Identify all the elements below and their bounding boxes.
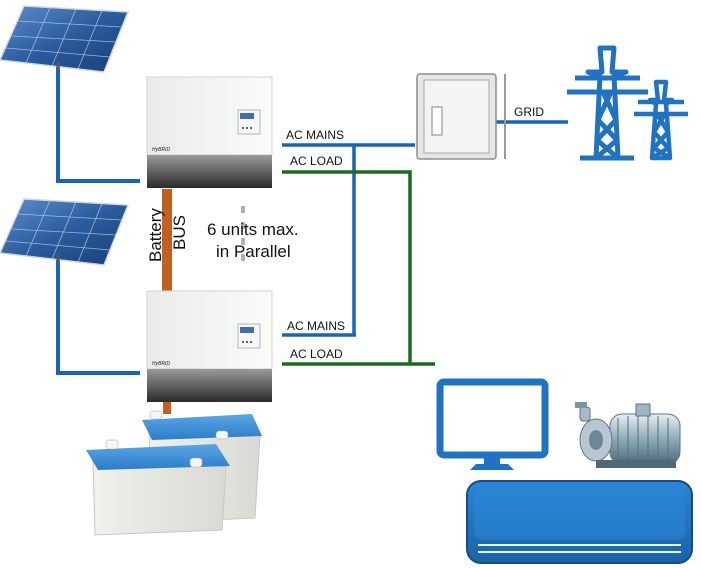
battery-bus-label-line2: BUS — [170, 215, 189, 250]
breaker-panel-icon — [416, 73, 506, 160]
ac-mains-label-top: AC MAINS — [286, 128, 345, 142]
inverter-brand-bottom: HyBRID — [152, 361, 171, 367]
water-pump-icon — [575, 402, 681, 468]
ac-load-label-bottom: AC LOAD — [290, 347, 343, 361]
transmission-tower-icon — [567, 45, 648, 161]
monitor-icon — [436, 378, 549, 470]
ac-load-wire-top — [282, 170, 412, 364]
parallel-note-line2: in Parallel — [216, 242, 291, 261]
solar-wire-top — [56, 66, 140, 183]
ac-mains-label-bottom: AC MAINS — [287, 319, 346, 333]
inverter-brand-top: HyBRID — [152, 147, 171, 153]
wiring — [56, 66, 568, 414]
battery-bus-link — [163, 398, 171, 414]
parallel-note-line1: 6 units max. — [207, 220, 299, 239]
battery-bus-bar — [162, 189, 172, 292]
battery-bus-label-line1: Battery — [146, 208, 165, 262]
battery-icon — [86, 439, 230, 536]
solar-panel-icon — [0, 198, 130, 266]
grid-label: GRID — [514, 105, 544, 119]
inverter-icon — [146, 76, 273, 188]
ac-load-label-top: AC LOAD — [290, 154, 343, 168]
inverter-icon — [146, 290, 273, 402]
solar-panel-icon — [0, 5, 130, 73]
transmission-tower-icon — [634, 79, 688, 161]
air-conditioner-icon — [466, 480, 693, 564]
solar-wire-bottom — [56, 258, 140, 375]
